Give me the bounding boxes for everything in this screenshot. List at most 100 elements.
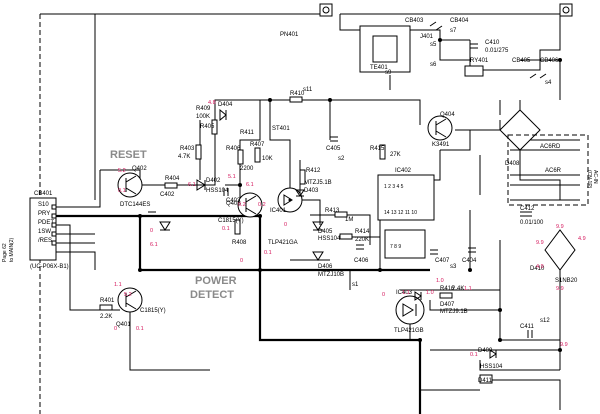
connector-pin-2: PRY [38,211,50,217]
svg-text:R401: R401 [100,298,115,304]
svg-text:C411: C411 [520,324,535,330]
resistor-r412 [299,169,306,185]
svg-text:0: 0 [382,292,385,298]
capacitor-c407 [430,249,438,255]
svg-text:5.1: 5.1 [228,174,236,180]
svg-text:s2: s2 [338,156,345,162]
wiring [39,13,580,414]
capacitor-c412 [520,211,532,217]
resistor-r405 [211,119,218,135]
svg-text:R413: R413 [325,208,340,214]
svg-text:s11: s11 [303,87,313,93]
svg-text:D408: D408 [505,161,520,167]
svg-text:s7: s7 [450,28,457,34]
svg-text:s9: s9 [385,70,392,76]
resistor-r413 [334,211,348,218]
svg-text:TE401: TE401 [370,65,388,71]
svg-text:CB406: CB406 [540,58,559,64]
top-left-connector [319,3,333,17]
svg-text:C405: C405 [326,146,341,152]
svg-text:R411: R411 [240,130,255,136]
svg-text:C402: C402 [160,192,175,198]
resistor-r416 [439,292,453,299]
svg-text:D403: D403 [304,188,319,194]
resistor-r403 [195,144,202,160]
diode-d403 [295,189,305,197]
svg-text:9.9: 9.9 [556,286,564,292]
resistor-r406 [237,149,244,165]
svg-text:9.9: 9.9 [556,224,564,230]
svg-text:1.1: 1.1 [114,282,122,288]
svg-text:R403: R403 [180,146,195,152]
capacitor-c402 [148,211,156,217]
svg-text:s1: s1 [352,282,359,288]
svg-text:to MAIN(2): to MAIN(2) [9,237,15,262]
svg-text:0: 0 [114,326,117,332]
svg-text:27K: 27K [390,152,401,158]
svg-text:MTZJ10B: MTZJ10B [318,272,344,278]
reset-title: RESET [110,149,147,161]
relay-ry401 [464,65,484,77]
diode-d401 [159,221,171,231]
svg-text:C406: C406 [354,258,369,264]
capacitor-c405 [330,136,338,142]
svg-text:AC6RD: AC6RD [540,144,561,150]
diode-d405 [312,221,324,231]
svg-text:100K: 100K [196,114,210,120]
resistor-r404 [164,182,178,189]
ic-ic402 [377,174,435,221]
svg-text:R412: R412 [306,168,321,174]
svg-text:7 8 9: 7 8 9 [390,244,401,250]
svg-text:C412: C412 [520,206,535,212]
svg-text:MTZJ5.1B: MTZJ5.1B [304,180,332,186]
svg-text:s3: s3 [450,264,457,270]
svg-text:ST401: ST401 [272,126,290,132]
svg-text:2200: 2200 [240,166,254,172]
svg-text:s5: s5 [430,42,437,48]
svg-text:(CN-1P): (CN-1P) [586,170,592,189]
svg-text:220K: 220K [355,237,369,243]
capacitor-c410 [470,43,478,49]
svg-text:HSS104: HSS104 [480,364,503,370]
svg-text:0.01/100: 0.01/100 [520,220,544,226]
svg-text:9.9: 9.9 [560,342,568,348]
svg-text:0.1: 0.1 [118,188,126,194]
transistor-q403 [237,192,263,218]
detect-title: DETECT [190,289,234,301]
connector-part: (UC-P06X-B1) [30,264,69,270]
transistor-q402 [117,172,143,198]
resistor-r408 [234,219,241,235]
capacitor-c411 [527,330,533,338]
svg-text:D405: D405 [318,229,333,235]
diode-d402 [196,179,206,191]
svg-text:6.1: 6.1 [246,182,254,188]
svg-text:0.2: 0.2 [238,202,246,208]
svg-text:0.2: 0.2 [258,202,266,208]
svg-text:D404: D404 [218,102,233,108]
svg-text:R405: R405 [200,124,215,130]
svg-text:C404: C404 [462,258,477,264]
svg-text:IC402: IC402 [395,168,412,174]
svg-text:s4: s4 [545,80,552,86]
svg-text:IC401: IC401 [270,208,287,214]
connector-pin-4: 1SW [38,229,51,235]
svg-text:9.9: 9.9 [536,240,544,246]
probe-values: 4.8 5.2 0.1 6.1 6.1 5.1 0 0.2 0.2 6.1 1.… [114,100,586,358]
svg-text:0.1: 0.1 [470,352,478,358]
svg-text:R415: R415 [370,146,385,152]
svg-text:MTZJ9.1B: MTZJ9.1B [440,309,468,315]
svg-text:AC6R: AC6R [545,168,562,174]
power-title: POWER [195,275,237,287]
connector-ref: CB401 [34,191,53,197]
svg-text:R414: R414 [355,229,370,235]
svg-text:4.9: 4.9 [578,236,586,242]
svg-text:HSS104: HSS104 [318,236,341,242]
svg-text:K3491: K3491 [432,142,450,148]
svg-text:0.01/275: 0.01/275 [485,48,509,54]
svg-text:1 2 3 4 5: 1 2 3 4 5 [384,184,404,190]
ac-in-label: AC-IN (CN-1P) [586,170,598,189]
page-reference: Page 62 to MAIN(2) [2,237,15,262]
svg-text:AC-IN: AC-IN [592,170,598,184]
junction-dots [138,38,562,352]
optocoupler-ic403 [395,295,425,325]
